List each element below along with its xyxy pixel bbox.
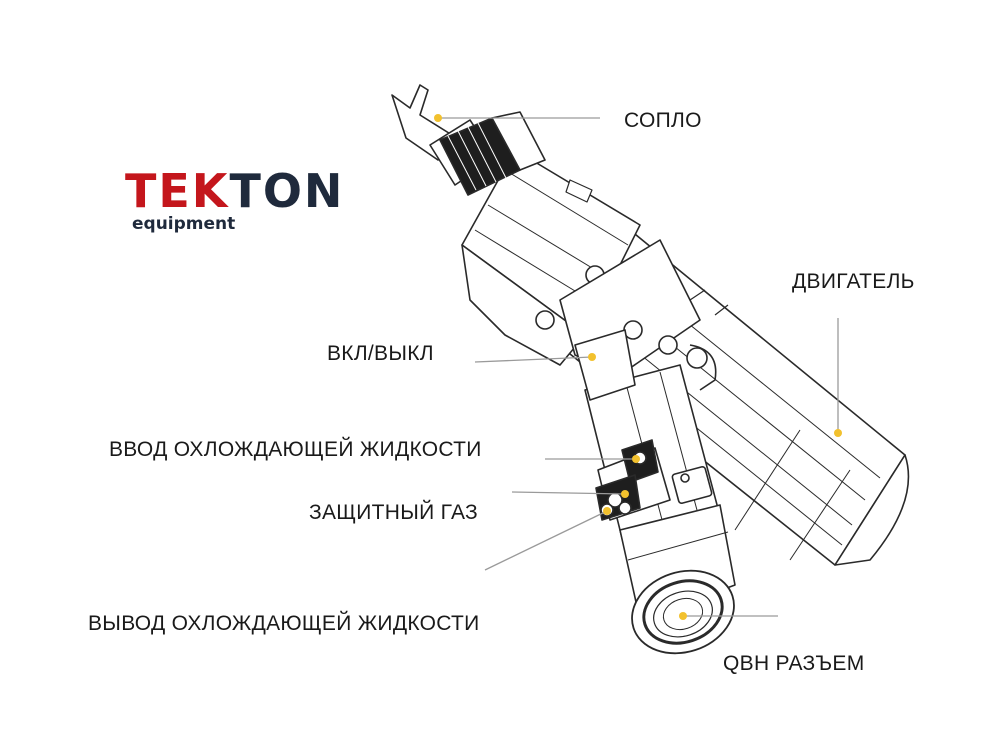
label-motor: ДВИГАТЕЛЬ: [792, 270, 915, 293]
label-qbh: QBH РАЗЪЕМ: [723, 652, 865, 675]
marker-nozzle: [434, 114, 442, 122]
leader-power: [474, 356, 593, 363]
marker-coolant-in: [632, 455, 640, 463]
marker-motor: [834, 429, 842, 437]
label-power: ВКЛ/ВЫКЛ: [327, 342, 434, 365]
leader-coolant-out: [484, 510, 608, 571]
port-block: [595, 439, 671, 521]
marker-shield-gas: [621, 490, 629, 498]
marker-coolant-out: [603, 507, 611, 515]
label-shield-gas: ЗАЩИТНЫЙ ГАЗ: [309, 501, 479, 524]
leader-shield-gas: [511, 491, 626, 495]
marker-qbh: [679, 612, 687, 620]
logo-dark-text: TON: [229, 164, 345, 218]
logo-red-text: TEK: [125, 164, 230, 218]
marker-power: [588, 353, 596, 361]
logo-subtitle: equipment: [132, 214, 236, 234]
tekton-logo: TEKTON equipment: [125, 168, 375, 238]
label-coolant-in: ВВОД ОХЛОЖДАЮЩЕЙ ЖИДКОСТИ: [109, 438, 482, 461]
label-coolant-out: ВЫВОД ОХЛОЖДАЮЩЕЙ ЖИДКОСТИ: [88, 612, 480, 635]
leader-lines: [438, 117, 839, 617]
logo-wordmark: TEKTON: [125, 168, 344, 214]
label-nozzle: СОПЛО: [624, 109, 702, 132]
marker-dots: [434, 114, 842, 620]
nozzle: [391, 84, 546, 196]
